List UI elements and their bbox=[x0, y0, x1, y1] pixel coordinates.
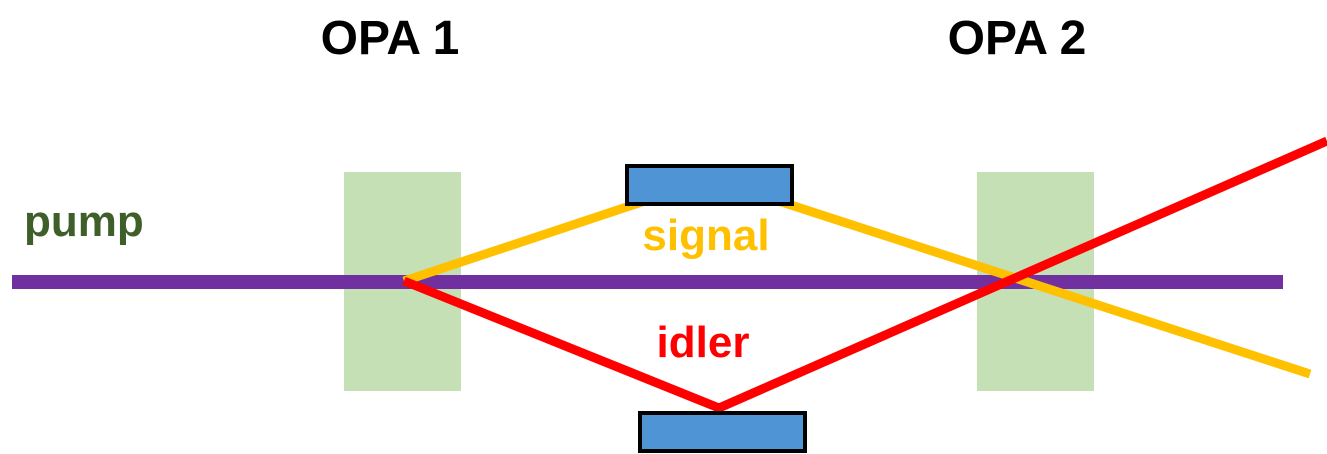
opa2-title: OPA 2 bbox=[948, 12, 1087, 65]
signal-label: signal bbox=[642, 211, 769, 260]
idler-label: idler bbox=[657, 318, 750, 367]
bottom-mirror bbox=[638, 411, 807, 453]
idler-beam bbox=[402, 136, 1327, 413]
top-mirror bbox=[625, 164, 794, 206]
pump-label: pump bbox=[24, 197, 144, 246]
opa1-title: OPA 1 bbox=[321, 12, 460, 65]
